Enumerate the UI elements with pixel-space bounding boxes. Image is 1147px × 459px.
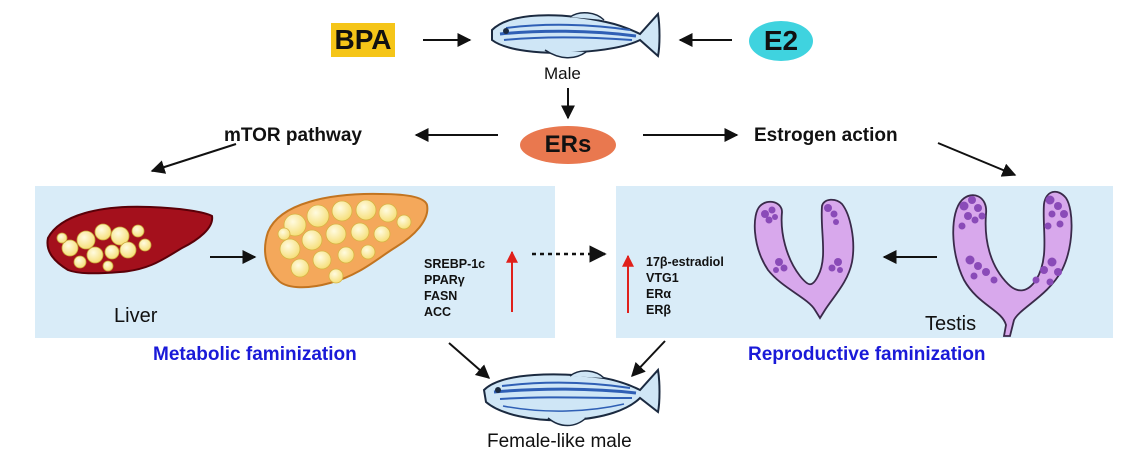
testis-marker-list: 17β-estradiol VTG1 ERα ERβ — [646, 254, 724, 318]
arrow-metabolic-to-fish — [448, 342, 491, 379]
marker-er-beta: ERβ — [646, 303, 671, 317]
marker-ppar-gamma: PPARγ — [424, 273, 465, 287]
arrow-mtor-to-liver — [150, 143, 237, 174]
marker-vtg1: VTG1 — [646, 271, 679, 285]
fatty-liver-icon — [264, 192, 429, 289]
zebrafish-male-icon — [491, 11, 661, 59]
male-label: Male — [544, 64, 581, 83]
ers-ellipse: ERs — [520, 126, 616, 164]
female-like-male-label: Female-like male — [487, 431, 632, 452]
reproductive-title: Reproductive faminization — [748, 344, 986, 365]
marker-er-alpha: ERα — [646, 287, 672, 301]
arrow-reproductive-to-fish — [631, 340, 666, 378]
zebrafish-female-like-icon — [482, 367, 661, 427]
liver-icon — [46, 205, 214, 275]
liver-marker-list: SREBP-1c PPARγ FASN ACC — [424, 256, 485, 320]
testis-icon-small — [753, 198, 855, 320]
testis-label: Testis — [925, 313, 977, 335]
mtor-pathway-label: mTOR pathway — [224, 125, 362, 146]
testis-panel — [616, 186, 1113, 338]
metabolic-title: Metabolic faminization — [153, 344, 357, 365]
marker-fasn: FASN — [424, 289, 458, 303]
arrow-estrogen-to-testis — [937, 142, 1017, 177]
estrogen-action-label: Estrogen action — [754, 125, 898, 146]
testis-icon-large — [952, 190, 1073, 337]
marker-acc: ACC — [424, 305, 452, 319]
e2-ellipse: E2 — [749, 21, 813, 61]
liver-label: Liver — [114, 305, 158, 327]
marker-srebp1c: SREBP-1c — [424, 257, 486, 271]
bpa-box: BPA — [331, 23, 395, 57]
marker-17b-estradiol: 17β-estradiol — [646, 255, 724, 269]
